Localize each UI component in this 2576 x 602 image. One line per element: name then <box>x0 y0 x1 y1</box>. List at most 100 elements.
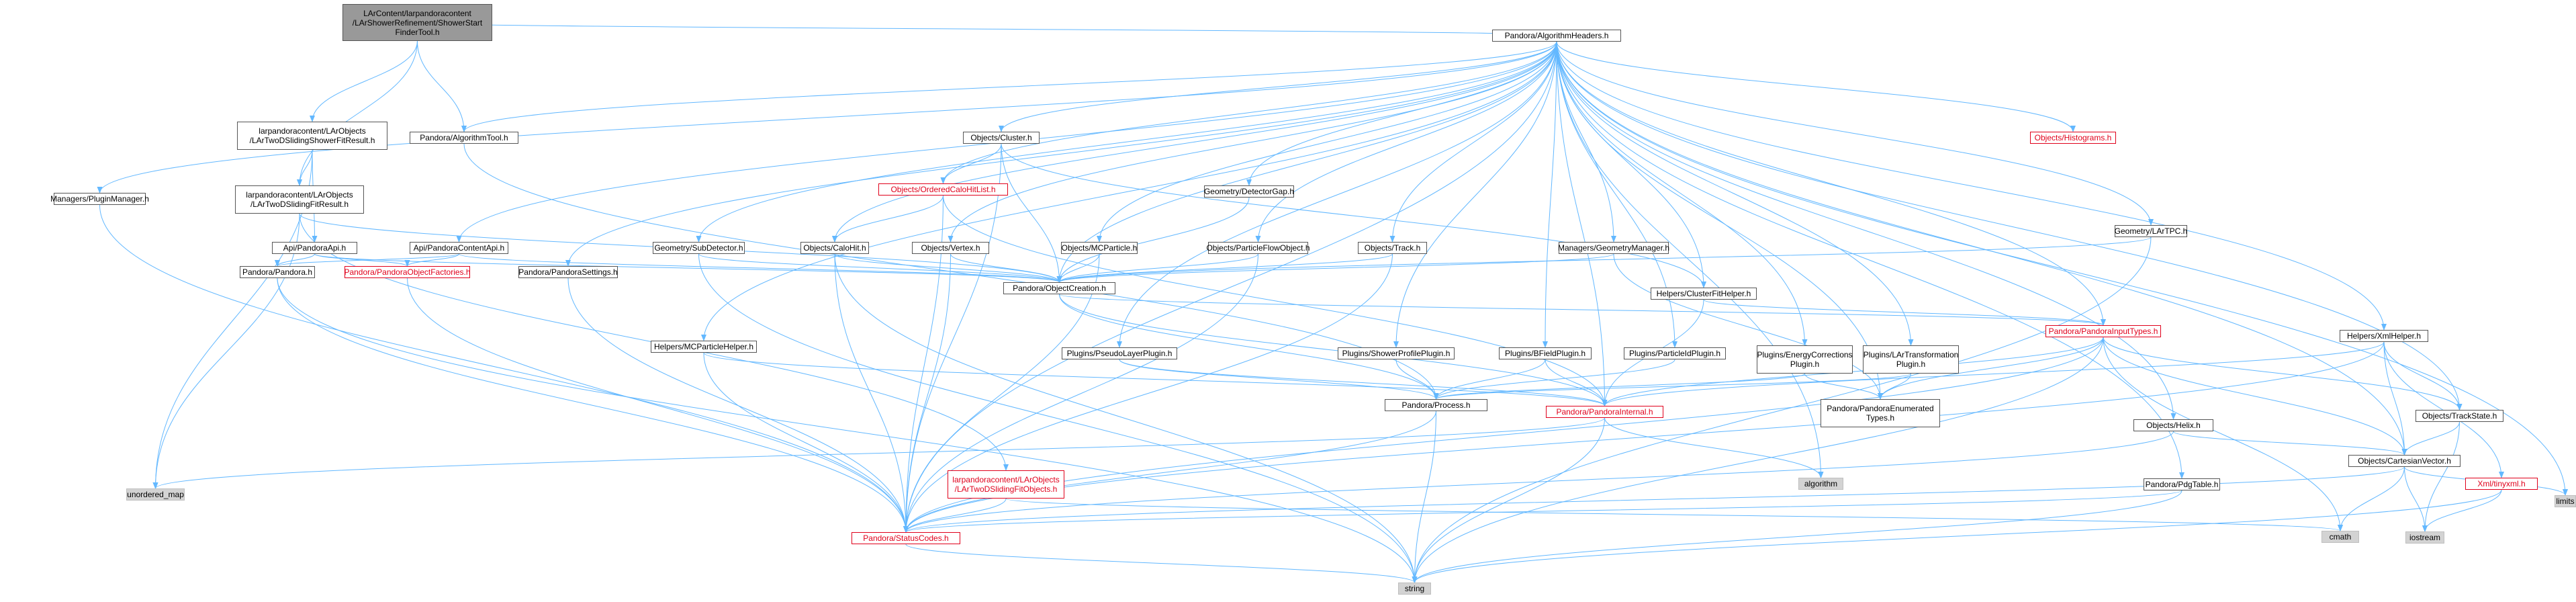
node-showerprofile[interactable]: Plugins/ShowerProfilePlugin.h <box>1338 347 1455 359</box>
edge-alghdr-to-trackstate <box>1556 41 2463 411</box>
edge-alghdr-to-xmlhelper <box>1556 41 2387 331</box>
edge-bfield-to-process <box>1433 359 1546 400</box>
edge-cartesian-to-cmath <box>2338 466 2405 531</box>
node-cfhelper[interactable]: Helpers/ClusterFitHelper.h <box>1651 288 1757 300</box>
node-xmlhelper[interactable]: Helpers/XmlHelper.h <box>2340 330 2428 342</box>
edge-alghdr-to-pdgtable <box>1556 41 2184 479</box>
edge-cartesian-to-statuscodes <box>903 466 2405 533</box>
edge-mcphelper-to-statuscodes <box>703 352 909 533</box>
edge-root-to-alghdr <box>417 22 1559 36</box>
edge-alghdr-to-inputtypes <box>1556 41 2106 326</box>
edge-objcreate-to-inputtypes <box>1059 294 2106 326</box>
edge-alghdr-to-particleid <box>1556 41 1677 348</box>
edge-geommgr-to-enumerated <box>1613 253 1883 400</box>
edge-pdgtable-to-string <box>1412 490 2182 583</box>
edge-xmlhelper-to-statuscodes <box>903 341 2385 533</box>
node-string: string <box>1398 583 1431 595</box>
node-pseudolayer[interactable]: Plugins/PseudoLayerPlugin.h <box>1062 347 1177 359</box>
node-root[interactable]: LArContent/larpandoracontent /LArShowerR… <box>342 4 492 41</box>
node-lartpc[interactable]: Geometry/LArTPC.h <box>2114 225 2188 237</box>
node-tinyxml[interactable]: Xml/tinyxml.h <box>2465 478 2538 490</box>
edge-apicontent-to-objfact <box>404 253 459 267</box>
edge-statuscodes-to-string <box>905 544 1418 583</box>
node-ordered[interactable]: Objects/OrderedCaloHitList.h <box>878 183 1008 196</box>
edge-calohit-to-objcreate <box>834 253 1062 283</box>
node-enumerated[interactable]: Pandora/PandoraEnumerated Types.h <box>1821 399 1940 427</box>
node-process[interactable]: Pandora/Process.h <box>1385 399 1487 411</box>
node-algtool[interactable]: Pandora/AlgorithmTool.h <box>410 132 518 144</box>
edge-alghdr-to-pfo <box>1255 41 1557 243</box>
node-plugmgr[interactable]: Managers/PluginManager.h <box>50 193 149 205</box>
edge-pdgtable-to-statuscodes <box>903 490 2182 533</box>
node-objcreate[interactable]: Pandora/ObjectCreation.h <box>1003 282 1115 294</box>
edge-root-to-slidfit <box>297 40 418 186</box>
edge-alghdr-to-cluster <box>999 41 1557 132</box>
node-energycorr[interactable]: Plugins/EnergyCorrections Plugin.h <box>1757 345 1853 374</box>
node-geommgr[interactable]: Managers/GeometryManager.h <box>1557 242 1670 254</box>
edge-pfo-to-objcreate <box>1056 253 1258 283</box>
edge-mcphelper-to-internal <box>703 352 1608 406</box>
node-mcparticle[interactable]: Objects/MCParticle.h <box>1061 242 1138 254</box>
edge-tinyxml-to-string <box>1412 489 2502 583</box>
edge-process-to-string <box>1412 411 1436 583</box>
node-helix[interactable]: Objects/Helix.h <box>2133 419 2213 431</box>
node-particleid[interactable]: Plugins/ParticleIdPlugin.h <box>1624 347 1726 359</box>
edge-cluster-to-cfhelper <box>1001 143 1706 288</box>
node-cluster[interactable]: Objects/Cluster.h <box>963 132 1040 144</box>
edge-internal-to-unordered <box>152 417 1605 489</box>
edge-mcparticle-to-statuscodes <box>903 253 1100 533</box>
edge-alghdr-to-histograms <box>1556 41 2076 132</box>
edge-trackstate-to-cartesian <box>2401 421 2460 456</box>
edge-helix-to-statuscodes <box>903 431 2174 533</box>
edge-alghdr-to-algtool <box>461 41 1557 132</box>
edge-alghdr-to-algorithm <box>1556 41 1824 478</box>
edge-layer <box>97 22 2568 583</box>
node-pandora[interactable]: Pandora/Pandora.h <box>240 266 315 278</box>
node-settings[interactable]: Pandora/PandoraSettings.h <box>518 266 618 278</box>
edge-ordered-to-internal <box>943 195 1608 406</box>
node-subdet[interactable]: Geometry/SubDetector.h <box>653 242 745 254</box>
node-slidfit[interactable]: larpandoracontent/LArObjects /LArTwoDSli… <box>235 185 364 214</box>
node-pfo[interactable]: Objects/ParticleFlowObject.h <box>1206 242 1310 254</box>
node-detgap[interactable]: Geometry/DetectorGap.h <box>1203 185 1295 198</box>
edge-subdet-to-string <box>698 253 1418 583</box>
node-objfact[interactable]: Pandora/PandoraObjectFactories.h <box>344 266 471 278</box>
edge-alghdr-to-objcreate <box>1056 41 1557 283</box>
edge-alghdr-to-enumerated <box>1556 41 1883 400</box>
node-cmath: cmath <box>2321 531 2359 543</box>
edge-alghdr-to-vertex <box>948 41 1557 243</box>
node-slidshower[interactable]: larpandoracontent/LArObjects /LArTwoDSli… <box>237 122 387 150</box>
node-bfield[interactable]: Plugins/BFieldPlugin.h <box>1499 347 1592 359</box>
node-lartransform[interactable]: Plugins/LArTransformation Plugin.h <box>1863 345 1959 374</box>
node-apicontent[interactable]: Api/PandoraContentApi.h <box>410 242 508 254</box>
node-internal[interactable]: Pandora/PandoraInternal.h <box>1546 406 1663 418</box>
edge-alghdr-to-track <box>1389 41 1557 243</box>
node-vertex[interactable]: Objects/Vertex.h <box>912 242 989 254</box>
node-statuscodes[interactable]: Pandora/StatusCodes.h <box>852 532 960 544</box>
edge-inputtypes-to-trackstate <box>2103 337 2463 411</box>
node-trackstate[interactable]: Objects/TrackState.h <box>2416 410 2503 422</box>
node-track[interactable]: Objects/Track.h <box>1358 242 1427 254</box>
node-histograms[interactable]: Objects/Histograms.h <box>2030 132 2116 144</box>
edge-cartesian-to-iostream <box>2404 466 2428 532</box>
edge-internal-to-algorithm <box>1604 417 1824 478</box>
edge-apicontent-to-objcreate <box>459 253 1062 283</box>
node-alghdr[interactable]: Pandora/AlgorithmHeaders.h <box>1492 30 1621 42</box>
edge-slidfit-to-unordered <box>152 213 300 489</box>
node-inputtypes[interactable]: Pandora/PandoraInputTypes.h <box>2045 325 2161 337</box>
node-apiapi[interactable]: Api/PandoraApi.h <box>272 242 357 254</box>
node-pdgtable[interactable]: Pandora/PdgTable.h <box>2144 478 2220 490</box>
edge-detgap-to-objcreate <box>1056 197 1250 283</box>
node-mcphelper[interactable]: Helpers/MCParticleHelper.h <box>651 341 757 353</box>
edge-cluster-to-objcreate <box>1001 143 1062 283</box>
edge-process-to-statuscodes <box>903 411 1436 533</box>
edge-alghdr-to-lartpc <box>1556 41 2154 226</box>
node-calohit[interactable]: Objects/CaloHit.h <box>800 242 869 254</box>
node-slidfitobj[interactable]: larpandoracontent/LArObjects /LArTwoDSli… <box>948 470 1064 499</box>
edge-alghdr-to-plugmgr <box>97 41 1557 194</box>
node-cartesian[interactable]: Objects/CartesianVector.h <box>2348 455 2460 467</box>
edge-slidfitobj-to-cmath <box>1005 498 2343 531</box>
edge-bfield-to-internal <box>1545 359 1608 406</box>
edge-calohit-to-string <box>834 253 1418 583</box>
